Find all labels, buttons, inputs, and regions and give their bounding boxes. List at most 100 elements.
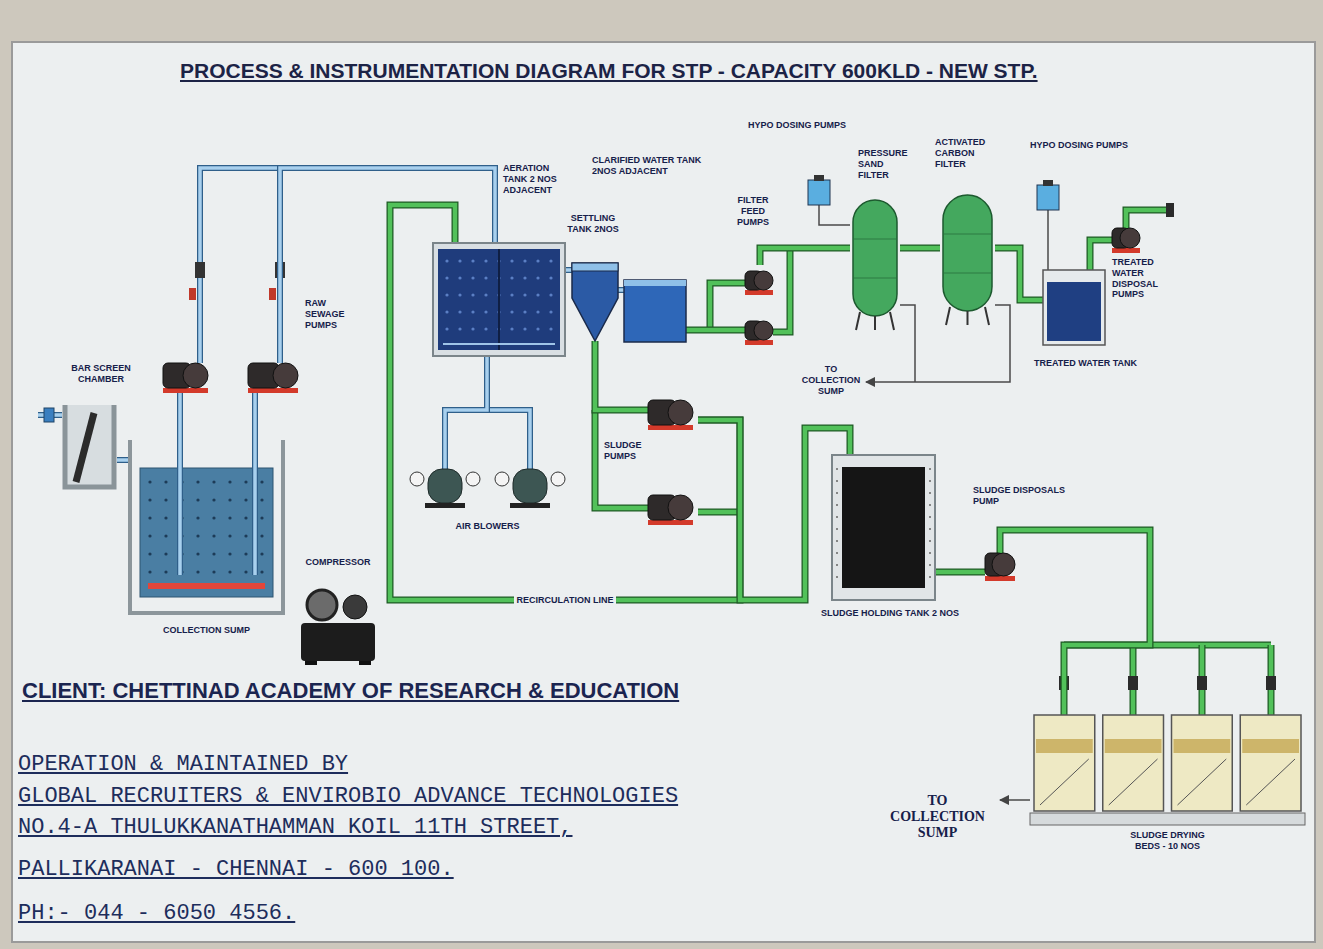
air-bubble xyxy=(471,293,474,296)
bed-compartment xyxy=(1103,715,1164,811)
air-bubble xyxy=(458,310,461,313)
diffuser-bubble xyxy=(212,480,215,483)
pipe-line xyxy=(390,205,740,600)
aeration-tank: AERATION TANK 2 NOS ADJACENT xyxy=(433,243,565,356)
dosing-tank: HYPO DOSING PUMPS xyxy=(1037,180,1059,210)
tank-wall xyxy=(433,243,565,356)
pump-unit: TREATED WATER DISPOSAL PUMPS xyxy=(1112,228,1140,253)
equipment-label: SLUDGE HOLDING TANK 2 NOS xyxy=(820,608,960,619)
pipe-outline xyxy=(442,455,448,469)
pump-base xyxy=(163,388,208,393)
wall-tick xyxy=(836,468,838,470)
pipe-connector xyxy=(595,341,648,410)
diffuser-bubble xyxy=(260,516,263,519)
equipment-label: RAW SEWAGE PUMPS xyxy=(305,298,363,330)
compressor-unit: COMPRESSOR xyxy=(297,585,379,665)
diffuser-bubble xyxy=(260,534,263,537)
diffuser-bubble xyxy=(148,480,151,483)
air-bubble xyxy=(471,327,474,330)
equipment-label: PRESSURE SAND FILTER xyxy=(858,148,914,180)
diffuser-bubble xyxy=(196,570,199,573)
pipe xyxy=(253,393,257,400)
pipe-outline xyxy=(995,248,1043,300)
pipe-outline xyxy=(252,440,258,575)
filter-vessel: ACTIVATED CARBON FILTER xyxy=(940,195,995,325)
equipment-label: FILTER FEED PUMPS xyxy=(728,195,778,227)
air-bubble xyxy=(549,293,552,296)
bed-compartment xyxy=(1172,715,1233,811)
wall-tick xyxy=(836,516,838,518)
vessel-body xyxy=(943,195,992,311)
diffuser-bubble xyxy=(196,498,199,501)
vessel-band xyxy=(944,273,991,274)
air-bubble xyxy=(510,327,513,330)
drain-note: TO COLLECTION SUMP xyxy=(800,364,862,396)
shape-outline xyxy=(808,175,830,205)
air-bubble xyxy=(523,276,526,279)
client-line: CLIENT: CHETTINAD ACADEMY OF RESEARCH & … xyxy=(22,678,679,704)
pipe-connector xyxy=(935,572,985,573)
pipe-line xyxy=(595,341,648,410)
pressure-gauge xyxy=(410,472,424,486)
shape-outline xyxy=(128,440,285,615)
drop-valve xyxy=(1266,676,1276,690)
drain-line xyxy=(1000,799,1030,801)
diffuser-bubble xyxy=(244,570,247,573)
equipment-label: COLLECTION SUMP xyxy=(128,625,285,636)
diffuser-bubble xyxy=(244,480,247,483)
diffuser-bubble xyxy=(212,534,215,537)
equipment-label: SETTLING TANK 2NOS xyxy=(562,213,624,235)
diffuser-bubble xyxy=(228,552,231,555)
drain-line xyxy=(900,305,915,382)
shape-outline xyxy=(158,355,318,400)
pump-casing xyxy=(1120,228,1140,248)
diffuser-bubble xyxy=(164,534,167,537)
phone-line: PH:- 044 - 6050 4556. xyxy=(18,901,295,927)
pipe-connector xyxy=(117,460,128,461)
diffuser-bubble xyxy=(196,516,199,519)
settling-tank: SETTLING TANK 2NOS xyxy=(572,263,618,341)
pump-base xyxy=(648,520,693,525)
equipment-label: CLARIFIED WATER TANK 2NOS ADJACENT xyxy=(592,155,716,177)
foot xyxy=(359,661,371,665)
sludge-pipe xyxy=(595,410,648,508)
clarified-tank: CLARIFIED WATER TANK 2NOS ADJACENT xyxy=(624,280,686,342)
diffuser-bubble xyxy=(260,552,263,555)
wall-tick xyxy=(836,528,838,530)
shape-outline xyxy=(297,585,379,665)
delivery-pipe-outline xyxy=(773,248,790,332)
hopper-tank xyxy=(572,263,618,341)
wall-tick xyxy=(836,552,838,554)
equipment-label: SLUDGE PUMPS xyxy=(604,440,646,462)
sump-wall xyxy=(130,440,283,613)
air-bubble xyxy=(549,276,552,279)
equipment-label: HYPO DOSING PUMPS xyxy=(1030,140,1150,151)
pump-unit: SLUDGE DISPOSALS PUMP xyxy=(985,553,1015,581)
air-bubble xyxy=(445,259,448,262)
pipe-connector xyxy=(565,270,572,271)
air-bubble xyxy=(471,276,474,279)
line-label: RECIRCULATION LINE xyxy=(514,595,617,606)
pump-casing xyxy=(668,495,693,520)
tank-water xyxy=(438,249,560,350)
pipe xyxy=(443,455,447,469)
diffuser-bubble xyxy=(260,498,263,501)
pump-base xyxy=(745,290,773,295)
vessel-leg xyxy=(985,307,989,325)
diffuser-bubble xyxy=(212,498,215,501)
wall-tick xyxy=(929,540,931,542)
pipe-outline xyxy=(935,569,985,576)
diffuser-bubble xyxy=(164,516,167,519)
pipe-outline xyxy=(1000,530,1150,715)
suction-pipe xyxy=(178,400,182,440)
sludge-layer xyxy=(1174,739,1231,753)
equipment-label: SLUDGE DISPOSALS PUMP xyxy=(973,485,1073,507)
shape-outline xyxy=(745,265,773,350)
diffuser-bubble xyxy=(228,534,231,537)
vessel-leg xyxy=(856,312,860,330)
valve-handle xyxy=(269,288,276,300)
pipe-outline xyxy=(197,355,203,363)
air-bubble xyxy=(523,310,526,313)
diffuser-bubble xyxy=(148,552,151,555)
